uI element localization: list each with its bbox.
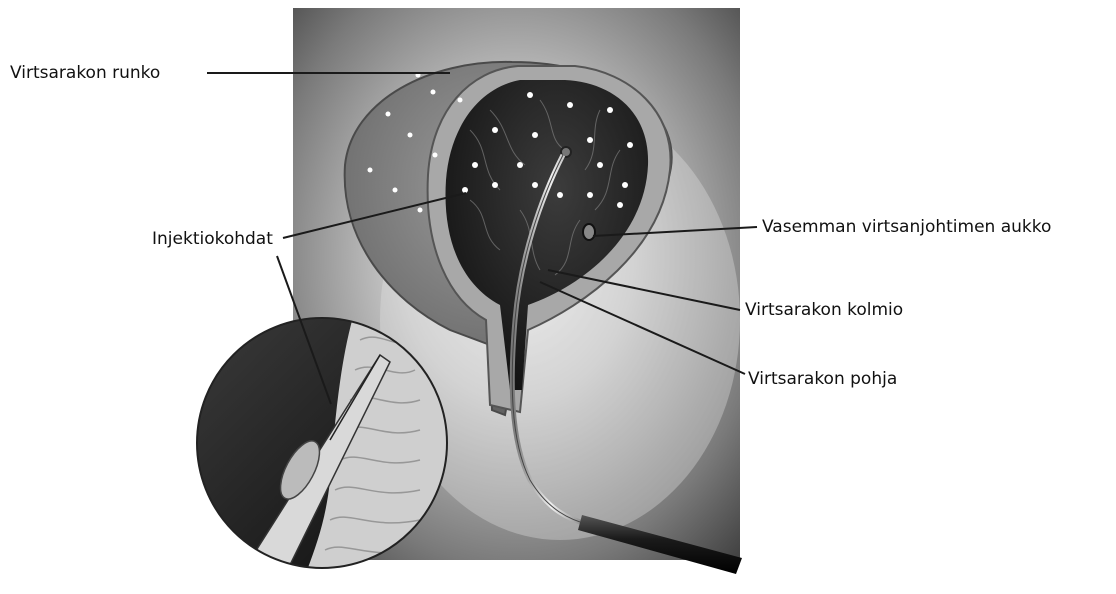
label-bladder-base: Virtsarakon pohja bbox=[748, 369, 897, 389]
label-bladder-body: Virtsarakon runko bbox=[10, 63, 160, 83]
label-injection-sites: Injektiokohdat bbox=[152, 229, 273, 249]
label-trigone: Virtsarakon kolmio bbox=[745, 300, 903, 320]
left-ureter-opening bbox=[583, 224, 595, 240]
label-left-ureter-opening: Vasemman virtsanjohtimen aukko bbox=[762, 217, 1051, 237]
